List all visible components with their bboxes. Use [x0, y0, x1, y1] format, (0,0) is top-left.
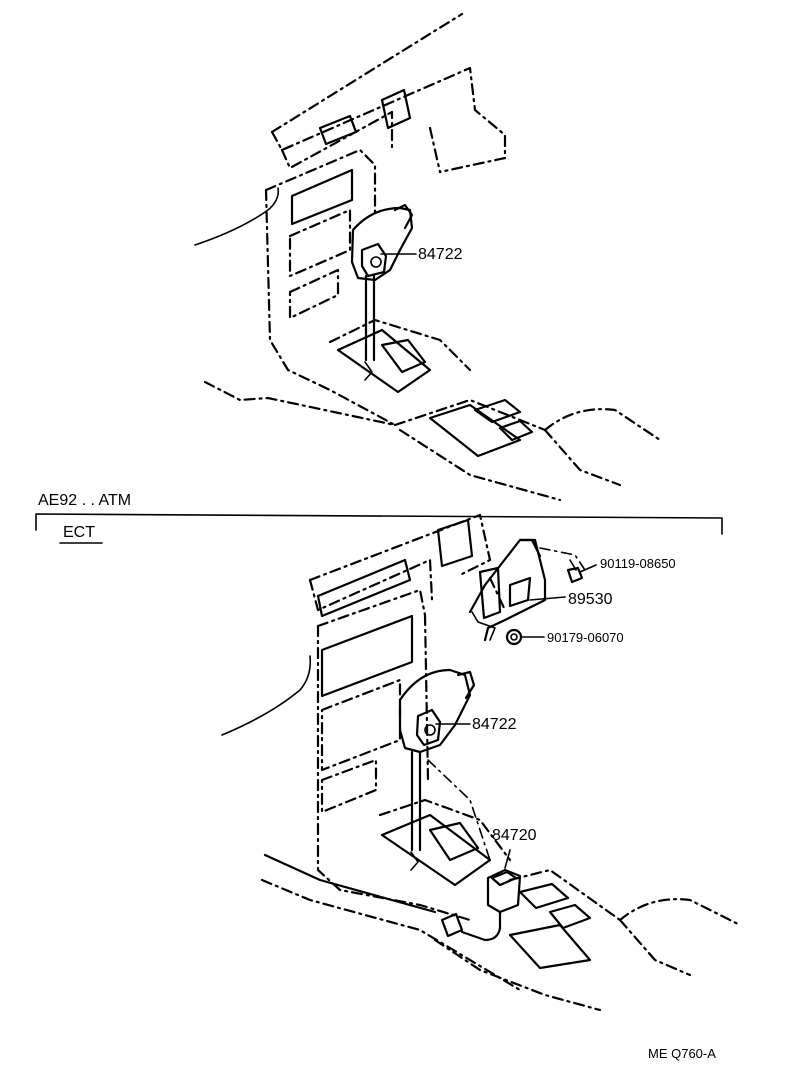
- upper-vent-right: [380, 88, 412, 130]
- bracket-89530-window: [508, 576, 532, 608]
- lower-knob-cap: [456, 670, 476, 700]
- bracket-89530-outline: [468, 538, 547, 642]
- lower-console-slot-1: [518, 882, 570, 910]
- upper-callout-84722: 84722: [418, 246, 463, 263]
- section-bracket: [35, 513, 723, 535]
- upper-floor-line: [203, 380, 397, 427]
- lower-floor-curve: [221, 655, 312, 736]
- upper-floor-line-2: [398, 428, 562, 502]
- screw-90119-shank: [569, 559, 577, 571]
- model-label: AE92 . . ATM: [38, 492, 131, 509]
- upper-gate-plate: [336, 328, 432, 394]
- lower-floor-line-2: [260, 878, 522, 992]
- lower-console-top: [378, 798, 512, 862]
- lower-floor-line: [263, 853, 437, 914]
- upper-dash-panel: [280, 110, 394, 170]
- lower-gate-plate: [380, 813, 492, 887]
- callout-84722-lower: 84722: [472, 716, 517, 733]
- callout-90179-06070: 90179-06070: [547, 630, 624, 645]
- switch-84720-body: [486, 868, 522, 914]
- upper-console-top: [328, 318, 472, 372]
- upper-vent-left: [318, 114, 358, 146]
- lower-dash-top: [308, 513, 492, 582]
- upper-dash-line: [428, 126, 442, 174]
- callout-84720: 84720: [492, 827, 537, 844]
- switch-84720-harness: [460, 910, 502, 942]
- lower-stack-slot-2: [320, 678, 402, 772]
- lower-gate-slot: [428, 821, 480, 862]
- upper-gate-slot: [380, 338, 427, 374]
- section-header: AE92 . . ATM ECT: [35, 492, 723, 544]
- upper-console-slot-2: [498, 419, 534, 442]
- variant-label: ECT: [63, 524, 95, 541]
- upper-stack-slot-3: [288, 268, 340, 320]
- lower-console-tray: [508, 923, 592, 970]
- lower-stack-top: [316, 588, 427, 628]
- lower-console-slot-2: [548, 903, 592, 930]
- nut-90179: [505, 628, 523, 646]
- lower-dash-edge: [308, 558, 434, 612]
- leader-84720: [504, 849, 511, 869]
- upper-stack-slot-2: [288, 208, 352, 278]
- upper-knob-button-detail: [370, 256, 382, 268]
- upper-armrest: [543, 408, 662, 442]
- leader-90119-08650: [579, 564, 597, 573]
- lower-knob-button-detail: [424, 724, 436, 736]
- switch-84720-connector: [440, 912, 464, 938]
- lower-floor-line-3: [433, 938, 602, 1012]
- upper-armrest-side: [543, 428, 622, 487]
- upper-view: 84722: [194, 12, 662, 502]
- lower-stack-slot-1: [320, 614, 414, 698]
- leader-89530: [529, 596, 566, 601]
- upper-stack-top: [264, 148, 377, 217]
- bracket-89530-tab: [518, 538, 542, 558]
- bracket-89530-hidden: [539, 547, 586, 571]
- upper-stack-left: [264, 188, 397, 427]
- upper-dash-top-edge: [270, 12, 464, 134]
- lower-stack-right: [423, 613, 430, 782]
- upper-knob-button: [360, 242, 388, 278]
- lower-shift-lever: [410, 750, 422, 852]
- callout-89530: 89530: [568, 591, 613, 608]
- lower-wire-path: [427, 759, 491, 861]
- lower-stack-slot-3: [320, 758, 378, 814]
- upper-dash-outline: [270, 66, 507, 174]
- figure-code: ME Q760-A: [648, 1046, 716, 1061]
- bracket-89530-inner: [488, 576, 507, 612]
- lower-view: 90119-08650 89530 90179-06070 84722 8472…: [221, 513, 742, 1012]
- lower-console-rear: [508, 868, 622, 922]
- bracket-89530-face: [478, 566, 502, 620]
- lower-armrest-side: [618, 918, 692, 977]
- upper-floor-curve: [194, 187, 280, 246]
- lower-vent-long: [316, 558, 412, 618]
- lower-vent: [436, 518, 474, 568]
- bracket-89530-flange: [471, 611, 496, 641]
- lower-knob-body: [398, 668, 472, 754]
- screw-90119-head: [566, 566, 584, 584]
- nut-90179-hole: [510, 633, 518, 641]
- upper-console-tray: [428, 403, 522, 458]
- upper-lever-foot: [364, 361, 373, 381]
- callout-90119-08650: 90119-08650: [600, 556, 676, 571]
- upper-shift-lever: [364, 274, 376, 362]
- upper-console-slot-1: [473, 398, 522, 424]
- lower-armrest: [618, 898, 742, 927]
- lower-knob-button: [415, 708, 442, 747]
- upper-stack-slot-1: [290, 168, 354, 226]
- upper-knob-cap: [393, 203, 414, 230]
- upper-knob-body: [350, 206, 414, 282]
- lower-stack-left: [316, 624, 472, 922]
